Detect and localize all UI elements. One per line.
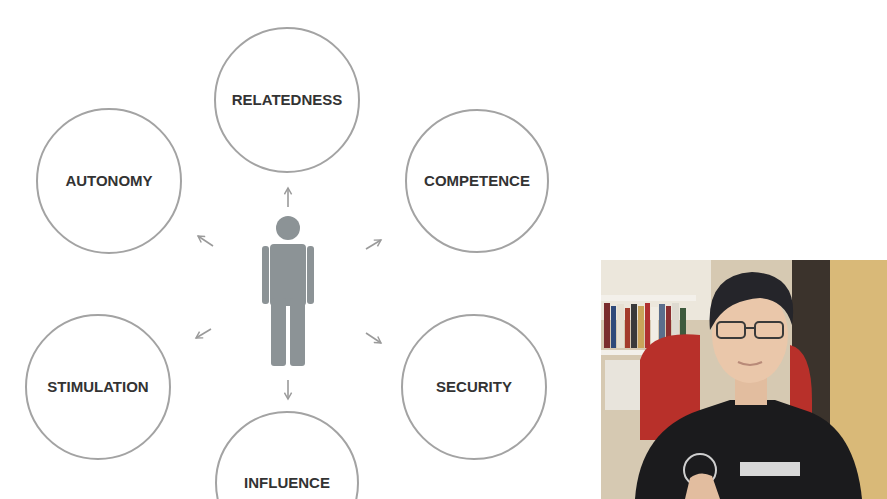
concept-circle: COMPETENCE (405, 109, 549, 253)
direction-arrow (366, 333, 381, 343)
webcam-inset (601, 260, 887, 499)
person-arm (262, 246, 269, 304)
concept-label: INFLUENCE (244, 474, 330, 492)
concept-label: SECURITY (436, 378, 512, 396)
concept-label: STIMULATION (47, 378, 148, 396)
glasses-bridge (745, 327, 755, 329)
shelf (601, 295, 696, 301)
person-arm (307, 246, 314, 304)
webcam-background (601, 260, 887, 499)
book (617, 304, 624, 348)
book (645, 303, 650, 348)
person-head (276, 216, 300, 240)
direction-arrows (196, 188, 381, 399)
t-shirt (635, 400, 862, 499)
glasses (717, 322, 783, 338)
shirt-print (740, 462, 800, 476)
direction-arrow (287, 188, 289, 207)
book (611, 306, 616, 348)
person-leg (271, 298, 286, 366)
person-torso (270, 244, 306, 306)
concept-label: RELATEDNESS (232, 91, 343, 109)
glasses-lens (717, 322, 745, 338)
book (604, 303, 610, 348)
direction-arrow (196, 329, 211, 338)
circle-shape (406, 110, 548, 252)
circle-shape (37, 109, 181, 253)
concept-circle: INFLUENCE (215, 411, 359, 499)
concept-circle: SECURITY (401, 314, 547, 460)
hands (685, 473, 720, 499)
circle-shape (402, 315, 546, 459)
concept-circle: AUTONOMY (36, 108, 182, 254)
glasses-lens (755, 322, 783, 338)
person-leg (290, 298, 305, 366)
book (638, 306, 644, 348)
book (631, 304, 637, 348)
book (625, 308, 630, 348)
person-figure (262, 216, 314, 366)
concept-label: COMPETENCE (424, 172, 530, 190)
direction-arrow (366, 240, 381, 249)
mouth (738, 362, 762, 365)
concept-circle: STIMULATION (25, 314, 171, 460)
direction-arrow (198, 236, 213, 246)
circle-shape (216, 412, 358, 499)
direction-arrow (287, 380, 289, 399)
concept-label: AUTONOMY (65, 172, 152, 190)
concept-circle: RELATEDNESS (214, 27, 360, 173)
circle-shape (215, 28, 359, 172)
circle-shape (26, 315, 170, 459)
